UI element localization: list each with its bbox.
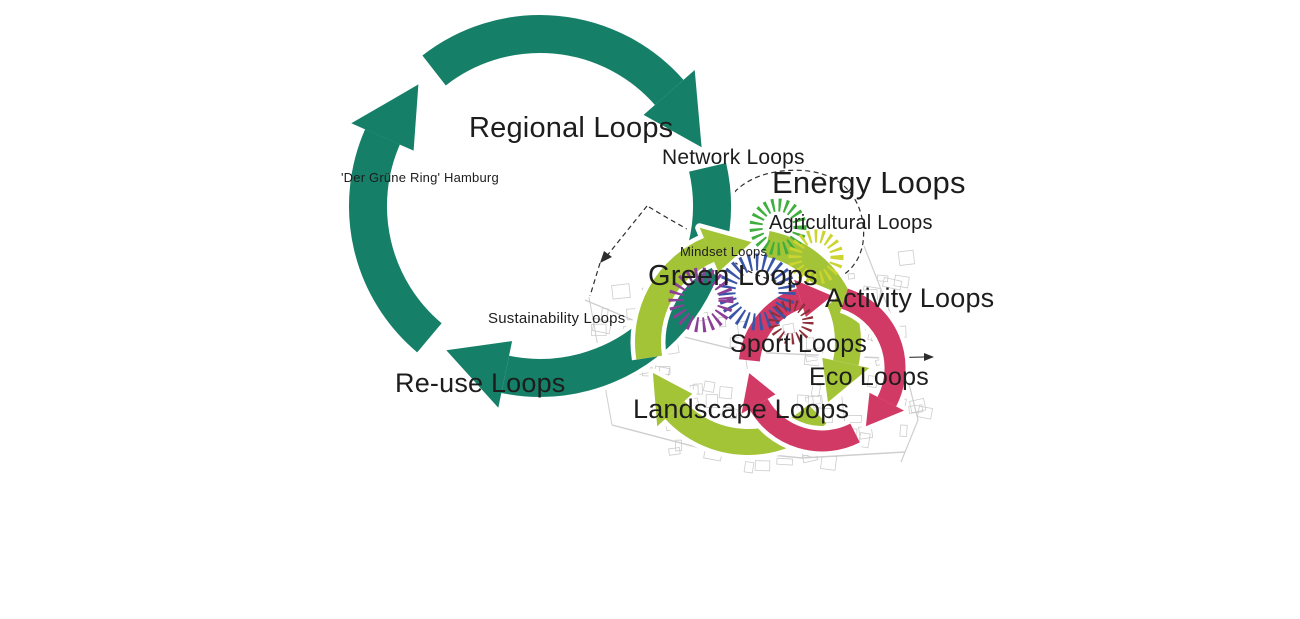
dashed-diagonal (605, 205, 648, 258)
label-landscape-loops: Landscape Loops (633, 394, 850, 424)
label-agricultural-loops: Agricultural Loops (769, 212, 933, 234)
eco-ring-icon (768, 299, 814, 345)
label-sport-loops: Sport Loops (730, 330, 868, 358)
green-ring-icon (718, 253, 796, 331)
dashed-down-line (589, 262, 601, 297)
regional-loop-arrow (344, 10, 736, 413)
label-energy-loops: Energy Loops (772, 165, 966, 200)
label-eco-loops: Eco Loops (809, 363, 929, 391)
label-mindset-loops: Mindset Loops (680, 244, 768, 259)
right-arrow-icon (924, 353, 934, 361)
small-arrow-icon (600, 251, 612, 263)
energy-ring-icon (749, 198, 807, 256)
mindset-ring-icon (668, 267, 734, 333)
label-green-loops: Green Loops (648, 260, 818, 292)
label-activity-loops: Activity Loops (825, 283, 995, 313)
network-dashed-blob (719, 169, 865, 286)
label-sustainability-loops: Sustainability Loops (488, 310, 626, 327)
label-der-gruene-ring: 'Der Grüne Ring' Hamburg (341, 170, 499, 185)
label-network-loops: Network Loops (662, 146, 805, 169)
label-reuse-loops: Re-use Loops (395, 368, 566, 398)
label-regional-loops: Regional Loops (469, 112, 674, 144)
agricultural-ring-icon (788, 229, 844, 285)
